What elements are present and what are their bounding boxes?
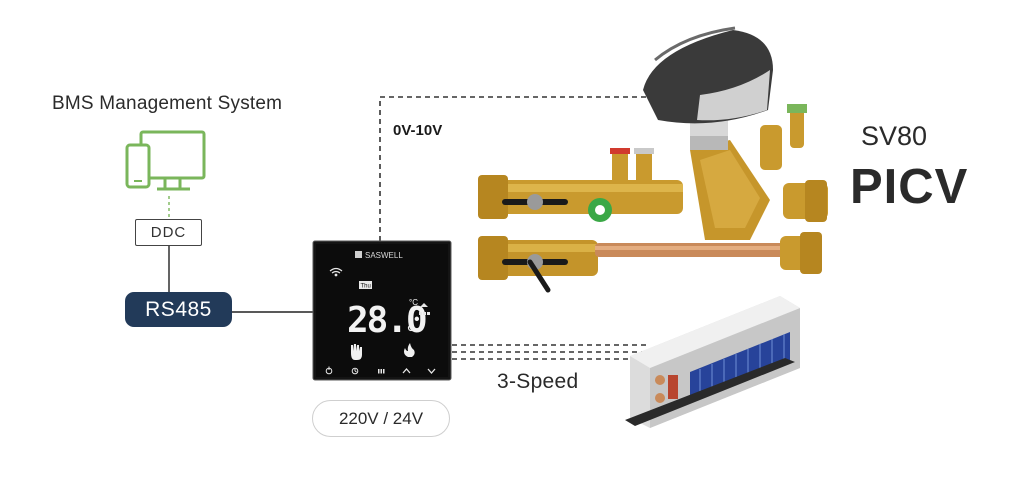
- heating-flame-icon: [404, 343, 415, 357]
- valve-model-label: SV80: [861, 121, 928, 151]
- fan-speed-icon: [419, 303, 430, 315]
- bms-title: BMS Management System: [52, 93, 283, 114]
- thermometer-icon: [407, 314, 415, 332]
- rs485-badge: RS485: [125, 292, 232, 327]
- ball-valve-lever-icon: [502, 194, 568, 270]
- thermostat-unit: °C: [409, 298, 418, 307]
- manual-hand-icon: [351, 344, 362, 360]
- thermostat-device: SASWELL Thu 28.0 °C: [312, 240, 452, 381]
- wifi-icon: [329, 267, 343, 277]
- saswell-logo-icon: [355, 251, 362, 258]
- thermostat-day: Thu: [361, 284, 371, 290]
- down-arrow-button-icon: [427, 368, 436, 374]
- ddc-box: DDC: [135, 219, 202, 246]
- signal-0-10v-dashed-line: [379, 96, 650, 241]
- monitor-phone-icon: [125, 130, 206, 191]
- voltage-pill: 220V / 24V: [312, 400, 450, 437]
- voltage-label: 220V / 24V: [338, 408, 424, 428]
- thermostat-temperature: 28.0: [347, 300, 426, 341]
- rs485-label: RS485: [145, 297, 212, 321]
- ddc-label: DDC: [150, 224, 187, 241]
- power-button-icon: [325, 366, 333, 375]
- signal-label: 0V-10V: [393, 122, 443, 139]
- picv-valve-assembly: [478, 26, 828, 293]
- fan-speed-label: 3-Speed: [497, 370, 579, 393]
- thermostat-brand: SASWELL: [365, 251, 403, 260]
- clock-button-icon: [351, 367, 359, 375]
- up-arrow-button-icon: [402, 368, 411, 374]
- valve-type-label: PICV: [850, 160, 969, 214]
- menu-button-icon: [378, 369, 385, 374]
- fan-coil-unit: [625, 296, 800, 428]
